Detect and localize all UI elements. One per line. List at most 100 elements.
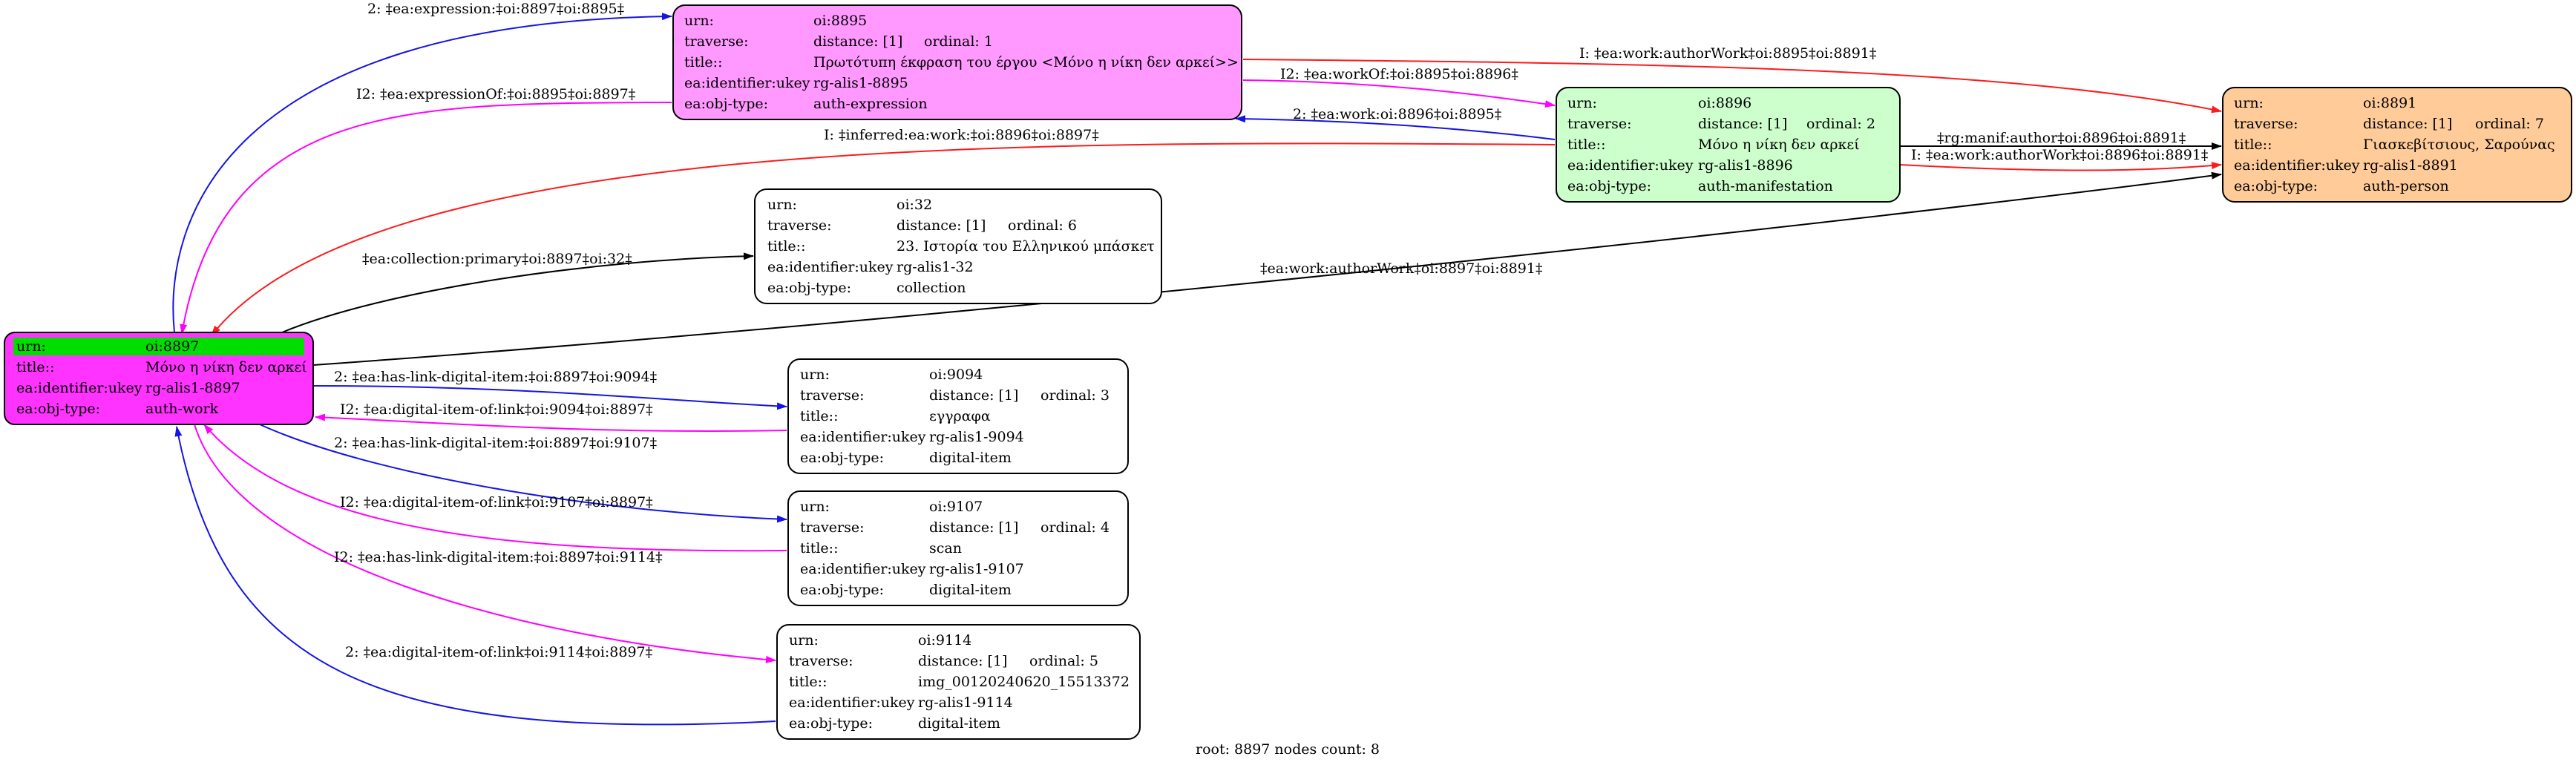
node-key: title:: bbox=[1567, 137, 1605, 153]
node-key: traverse: bbox=[2234, 116, 2298, 132]
node-value: distance: [1] bbox=[929, 387, 1018, 404]
node-value: oi:32 bbox=[897, 197, 932, 213]
node-key: title:: bbox=[684, 54, 722, 70]
edge-label-authorwork-8897: ‡ea:work:authorWork‡oi:8897‡oi:8891‡ bbox=[1260, 260, 1542, 277]
node-value: rg-alis1-9107 bbox=[929, 561, 1024, 577]
node-value: scan bbox=[929, 540, 962, 556]
node-box bbox=[2222, 87, 2572, 203]
edge-label-work: 2: ‡ea:work:oi:8896‡oi:8895‡ bbox=[1293, 106, 1501, 122]
edge-label-collection: ‡ea:collection:primary‡oi:8897‡oi:32‡ bbox=[362, 251, 632, 267]
node-oi8891[interactable]: urn: oi:8891 traverse: distance: [1] ord… bbox=[2222, 87, 2572, 203]
node-value: rg-alis1-32 bbox=[897, 259, 974, 275]
node-value: distance: [1] bbox=[897, 217, 986, 234]
edge-inferred bbox=[211, 142, 1556, 336]
edge-authorwork-8897 bbox=[312, 171, 2222, 366]
edge-workof bbox=[1242, 79, 1556, 108]
edge-link-9094 bbox=[312, 385, 787, 410]
edge-label-link-9094: 2: ‡ea:has-link-digital-item:‡oi:8897‡oi… bbox=[334, 369, 657, 385]
edge-link-9114 bbox=[194, 424, 776, 663]
node-value: oi:8891 bbox=[2363, 95, 2416, 111]
node-value: rg-alis1-8895 bbox=[813, 75, 908, 91]
node-key: urn: bbox=[789, 632, 819, 649]
node-value: distance: [1] bbox=[918, 653, 1007, 669]
node-key: urn: bbox=[2234, 95, 2264, 111]
node-key: ea:obj-type: bbox=[2234, 178, 2318, 194]
node-oi9094[interactable]: urn: oi:9094 traverse: distance: [1] ord… bbox=[787, 358, 1129, 474]
node-value: rg-alis1-9094 bbox=[929, 429, 1024, 445]
node-key: traverse: bbox=[684, 33, 749, 50]
node-key: ea:identifier:ukey bbox=[789, 695, 915, 711]
edge-label-manif-author: ‡rg:manif:author‡oi:8896‡oi:8891‡ bbox=[1937, 130, 2186, 146]
edge-itemof-9094 bbox=[315, 413, 787, 432]
node-oi9107[interactable]: urn: oi:9107 traverse: distance: [1] ord… bbox=[787, 490, 1129, 606]
edge-label-itemof-9094: I2: ‡ea:digital-item-of:link‡oi:9094‡oi:… bbox=[340, 401, 653, 418]
edge-link-9107 bbox=[259, 424, 787, 523]
node-key: ea:obj-type: bbox=[684, 96, 768, 112]
node-key: urn: bbox=[767, 197, 797, 213]
edge-expression bbox=[172, 13, 672, 333]
edge-label-itemof-9114: 2: ‡ea:digital-item-of:link‡oi:9114‡oi:8… bbox=[345, 644, 652, 660]
node-value: auth-manifestation bbox=[1698, 178, 1833, 194]
node-extra: ordinal: 6 bbox=[1008, 217, 1077, 234]
node-value: distance: [1] bbox=[1698, 116, 1787, 132]
node-oi8896[interactable]: urn: oi:8896 traverse: distance: [1] ord… bbox=[1556, 87, 1901, 203]
node-key: title:: bbox=[767, 238, 805, 255]
node-value: digital-item bbox=[929, 450, 1012, 466]
node-value: collection bbox=[897, 280, 966, 296]
node-oi8895[interactable]: urn: oi:8895 traverse: distance: [1] ord… bbox=[672, 4, 1242, 120]
node-key: ea:obj-type: bbox=[800, 450, 884, 466]
node-value: εγγραφα bbox=[929, 408, 991, 424]
node-oi8897[interactable]: urn: oi:8897 title:: Μόνο η νίκη δεν αρκ… bbox=[4, 332, 314, 425]
node-value: distance: [1] bbox=[813, 33, 902, 50]
node-value: Γιασκεβίτσιους, Σαρούνας bbox=[2363, 137, 2555, 153]
node-key: ea:obj-type: bbox=[789, 715, 873, 732]
node-value: digital-item bbox=[918, 715, 1000, 732]
root-highlight-row bbox=[13, 338, 304, 355]
node-value: rg-alis1-8896 bbox=[1698, 157, 1793, 174]
nodes: urn: oi:8897 title:: Μόνο η νίκη δεν αρκ… bbox=[4, 4, 2572, 740]
node-value: oi:8895 bbox=[813, 13, 867, 29]
node-key: ea:identifier:ukey bbox=[767, 259, 894, 275]
node-key: traverse: bbox=[800, 519, 865, 536]
node-key: title:: bbox=[16, 359, 54, 375]
node-oi9114[interactable]: urn: oi:9114 traverse: distance: [1] ord… bbox=[776, 624, 1141, 740]
edge-authorwork-8895 bbox=[1242, 59, 2222, 114]
node-key: ea:identifier:ukey bbox=[800, 561, 926, 577]
node-value: auth-person bbox=[2363, 178, 2449, 194]
node-extra: ordinal: 2 bbox=[1806, 116, 1875, 132]
node-extra: ordinal: 1 bbox=[924, 33, 993, 50]
edge-work bbox=[1235, 115, 1556, 140]
node-oi32[interactable]: urn: oi:32 traverse: distance: [1] ordin… bbox=[754, 188, 1162, 304]
edge-label-expression: 2: ‡ea:expression:‡oi:8897‡oi:8895‡ bbox=[367, 1, 624, 17]
node-value: auth-work bbox=[145, 401, 219, 417]
node-box bbox=[672, 4, 1242, 120]
node-extra: ordinal: 7 bbox=[2475, 116, 2544, 132]
node-value: distance: [1] bbox=[929, 519, 1018, 536]
edge-label-authorwork-8895: I: ‡ea:work:authorWork‡oi:8895‡oi:8891‡ bbox=[1579, 45, 1876, 62]
node-extra: ordinal: 4 bbox=[1040, 519, 1110, 536]
node-box bbox=[787, 490, 1129, 606]
node-key: title:: bbox=[800, 540, 838, 556]
edges: 2: ‡ea:expression:‡oi:8897‡oi:8895‡ I2: … bbox=[172, 1, 2222, 726]
node-key: urn: bbox=[16, 338, 46, 355]
edge-label-link-9114: I2: ‡ea:has-link-digital-item:‡oi:8897‡o… bbox=[334, 549, 663, 565]
node-key: traverse: bbox=[1567, 116, 1632, 132]
node-key: urn: bbox=[1567, 95, 1597, 111]
node-key: ea:obj-type: bbox=[16, 401, 100, 417]
node-key: ea:identifier:ukey bbox=[684, 75, 810, 91]
edge-itemof-9107 bbox=[203, 424, 787, 552]
node-value: rg-alis1-9114 bbox=[918, 695, 1013, 711]
node-value: Πρωτότυπη έκφραση του έργου <Μόνο η νίκη… bbox=[813, 54, 1239, 70]
node-box bbox=[754, 188, 1162, 304]
node-key: title:: bbox=[2234, 137, 2272, 153]
edge-label-inferred: I: ‡inferred:ea:work:‡oi:8896‡oi:8897‡ bbox=[824, 127, 1099, 143]
node-value: rg-alis1-8897 bbox=[145, 380, 240, 396]
node-value: oi:8897 bbox=[145, 338, 199, 355]
node-value: Μόνο η νίκη δεν αρκεί bbox=[145, 359, 307, 375]
node-key: title:: bbox=[800, 408, 838, 424]
node-value: oi:9107 bbox=[929, 499, 983, 515]
node-value: distance: [1] bbox=[2363, 116, 2452, 132]
node-key: ea:identifier:ukey bbox=[1567, 157, 1694, 174]
node-value: oi:9114 bbox=[918, 632, 971, 649]
node-value: oi:8896 bbox=[1698, 95, 1751, 111]
